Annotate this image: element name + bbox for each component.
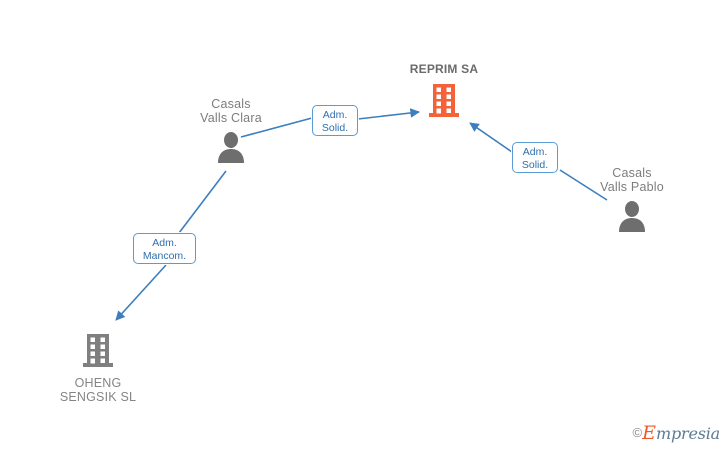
node-casals-valls-clara[interactable]: Casals Valls Clara	[172, 97, 290, 163]
building-icon	[81, 332, 115, 370]
node-label-oheng-line2: SENGSIK SL	[59, 390, 137, 404]
edge-label-pablo-to-reprim[interactable]: Adm. Solid.	[512, 142, 558, 173]
edge-label-line1: Adm.	[522, 146, 548, 158]
edge-line-pablo-to-label	[559, 169, 608, 201]
edge-label-line2: Solid.	[321, 122, 349, 134]
brand-initial: E	[642, 422, 656, 444]
edge-label-line1: Adm.	[322, 109, 348, 121]
node-label-oheng-line1: OHENG	[74, 376, 122, 390]
person-icon	[617, 200, 647, 232]
edge-line-mancom-label-to-oheng	[115, 264, 167, 321]
node-casals-valls-pablo[interactable]: Casals Valls Pablo	[573, 166, 691, 232]
edge-label-clara-to-reprim[interactable]: Adm. Solid.	[312, 105, 358, 136]
node-label-reprim-sa: REPRIM SA	[409, 62, 479, 76]
node-reprim-sa[interactable]: REPRIM SA	[384, 62, 504, 120]
edge-label-line2: Mancom.	[142, 250, 187, 262]
edge-label-clara-to-oheng[interactable]: Adm. Mancom.	[133, 233, 196, 264]
node-label-clara-line1: Casals	[211, 97, 251, 111]
edge-label-line1: Adm.	[152, 237, 177, 249]
edge-line-clara-to-mancom-label	[178, 170, 227, 234]
node-label-pablo-line2: Valls Pablo	[600, 180, 664, 194]
watermark: ©Empresia	[632, 422, 721, 444]
person-icon	[216, 131, 246, 163]
edge-label-line2: Solid.	[521, 159, 549, 171]
node-oheng-sengsik-sl[interactable]: OHENG SENGSIK SL	[38, 332, 158, 404]
building-icon	[427, 82, 461, 120]
node-label-clara-line2: Valls Clara	[200, 111, 262, 125]
edge-line-clara-to-label	[240, 117, 313, 138]
brand-name: mpresia	[656, 424, 720, 443]
edge-line-label-to-reprim-right	[469, 122, 513, 153]
edge-line-label-to-reprim	[357, 108, 420, 120]
copyright-symbol: ©	[632, 425, 643, 440]
node-label-pablo-line1: Casals	[612, 166, 652, 180]
